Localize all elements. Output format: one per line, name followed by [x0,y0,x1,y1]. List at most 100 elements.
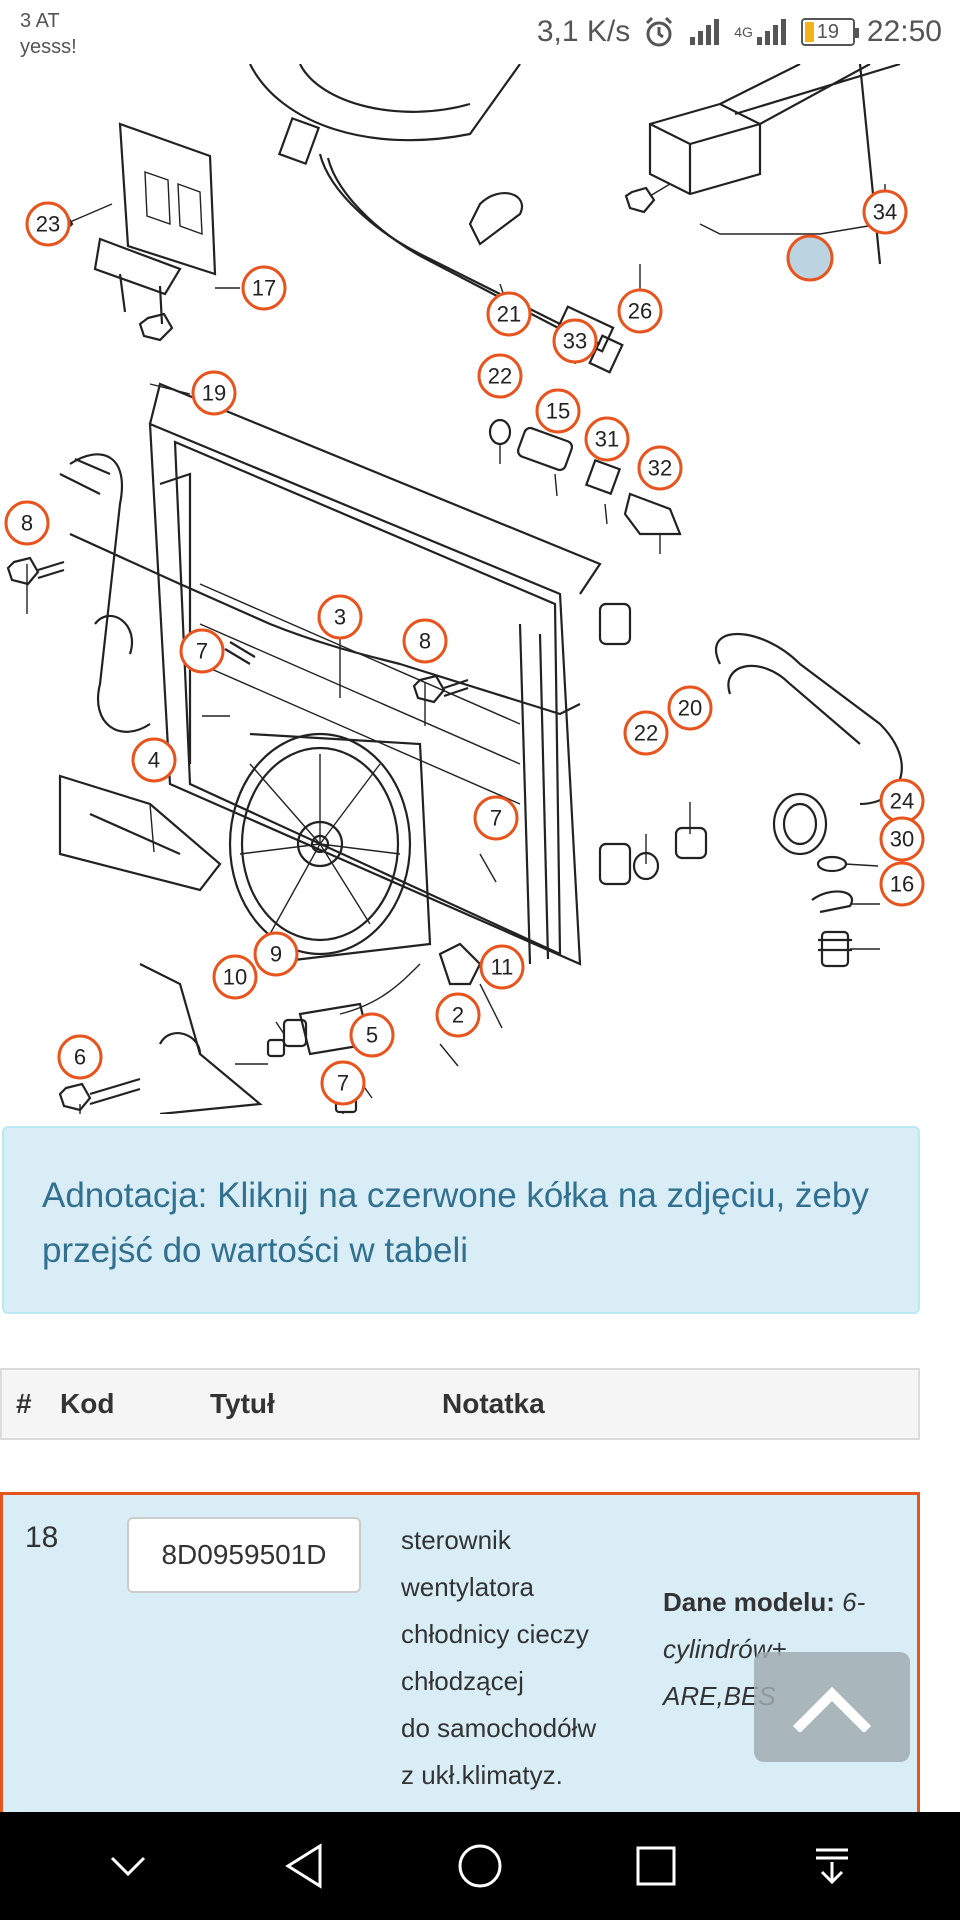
callout-5[interactable]: 5 [349,1012,395,1058]
callout-3[interactable]: 3 [317,594,363,640]
recents-square-icon [636,1846,676,1886]
callout-11[interactable]: 11 [479,944,525,990]
chevron-down-icon [110,1856,146,1877]
callout-label: 34 [873,200,897,225]
pull-down-icon [816,1848,848,1885]
callout-blank[interactable] [786,234,834,282]
title-line: chłodzącej [401,1666,524,1696]
callout-2[interactable]: 2 [435,992,481,1038]
title-line: sterownik [401,1525,511,1555]
battery-icon: 19 [800,18,859,46]
header-note: Notatka [442,1388,545,1419]
fan-shroud-top [249,64,601,345]
callout-9[interactable]: 9 [253,931,299,977]
parts-diagram: 23 17 19 21 33 26 34 22 15 31 32 8 3 7 8… [0,64,960,1114]
chevron-up-icon [792,1686,872,1732]
row-number: 18 [25,1521,59,1554]
callout-label: 24 [890,789,914,814]
callout-34[interactable]: 34 [862,189,908,235]
callout-label: 17 [252,276,276,301]
header-num: # [16,1388,32,1419]
callout-7-mid[interactable]: 7 [473,795,519,841]
hose-fittings [811,855,854,968]
callout-16[interactable]: 16 [879,861,925,907]
signal-icon [688,17,722,47]
callout-22-top[interactable]: 22 [477,353,523,399]
scroll-to-top-button[interactable] [754,1652,910,1762]
callout-label: 32 [648,456,672,481]
navigation-bar [0,1812,960,1920]
part-code-button[interactable]: 8D0959501D [127,1517,361,1593]
callout-label: 33 [563,329,587,354]
callout-26[interactable]: 26 [617,288,663,334]
callout-label: 11 [491,955,514,980]
title-line: z ukł.klimatyz. [401,1760,563,1790]
recents-button[interactable] [616,1826,696,1906]
note-label: Dane modelu: [663,1587,835,1617]
hide-nav-button[interactable] [88,1826,168,1906]
carrier-line-2: yesss! [20,36,77,58]
callout-label: 2 [452,1003,464,1028]
callout-label: 9 [270,942,282,967]
title-line: do samochodółw [401,1713,597,1743]
callout-8-mid[interactable]: 8 [402,618,448,664]
callout-label: 6 [74,1045,86,1070]
callout-15[interactable]: 15 [535,388,581,434]
home-button[interactable] [440,1826,520,1906]
radiator-fan [228,732,432,966]
callout-label: 21 [497,302,521,327]
callout-label: 19 [202,381,226,406]
callout-label: 8 [21,511,33,536]
callout-label: 31 [595,427,619,452]
callout-32[interactable]: 32 [637,445,683,491]
callout-4[interactable]: 4 [131,737,177,783]
callout-6[interactable]: 6 [57,1034,103,1080]
part-title: sterownik wentylatora chłodnicy cieczy c… [401,1517,641,1799]
part-note: Dane modelu: 6-cylindrów+ ARE,BES [663,1579,893,1720]
battery-level: 19 [816,20,840,43]
plug-20 [632,826,708,881]
callout-8-left[interactable]: 8 [4,500,50,546]
network-speed: 3,1 K/s [536,15,631,48]
carrier-line-1: 3 AT [20,10,60,32]
callout-label: 23 [36,212,60,237]
status-icons: 3,1 K/s 4G 19 22:50 [537,10,942,54]
bolt-7-top [224,641,256,665]
callout-label: 4 [148,748,160,773]
back-button[interactable] [264,1826,344,1906]
callout-17[interactable]: 17 [241,265,287,311]
leader-lines [26,184,886,1114]
callout-22-mid[interactable]: 22 [623,710,669,756]
header-title: Tytuł [210,1388,275,1419]
callout-label: 20 [678,696,702,721]
home-circle-icon [458,1844,502,1888]
callout-30[interactable]: 30 [879,816,925,862]
coolant-hose-right [714,633,903,856]
callout-31[interactable]: 31 [584,416,630,462]
parts-diagram-svg: 23 17 19 21 33 26 34 22 15 31 32 8 3 7 8… [4,64,925,1114]
clock: 22:50 [866,15,942,48]
air-deflector [58,774,222,892]
callout-20[interactable]: 20 [667,685,713,731]
callout-19[interactable]: 19 [191,370,237,416]
callout-label: 16 [890,872,914,897]
callout-33[interactable]: 33 [552,318,598,364]
title-line: chłodnicy cieczy [401,1619,589,1649]
callout-7-bottom[interactable]: 7 [320,1060,366,1106]
bolt-6 [58,1077,141,1112]
callout-label: 7 [490,806,502,831]
callout-24[interactable]: 24 [879,778,925,824]
table-header: # Kod Tytuł Notatka [0,1368,920,1440]
notifications-button[interactable] [792,1826,872,1906]
callout-10[interactable]: 10 [212,954,258,1000]
callout-label: 10 [223,965,247,990]
bolt-8-mid [412,674,469,704]
callout-21[interactable]: 21 [486,291,532,337]
bracket-part [38,122,217,342]
callout-label: 22 [634,721,658,746]
fan-controller [624,64,901,265]
callout-label: 26 [628,299,652,324]
callout-label: 30 [890,827,914,852]
callout-7-top[interactable]: 7 [179,628,225,674]
callout-23[interactable]: 23 [25,201,71,247]
